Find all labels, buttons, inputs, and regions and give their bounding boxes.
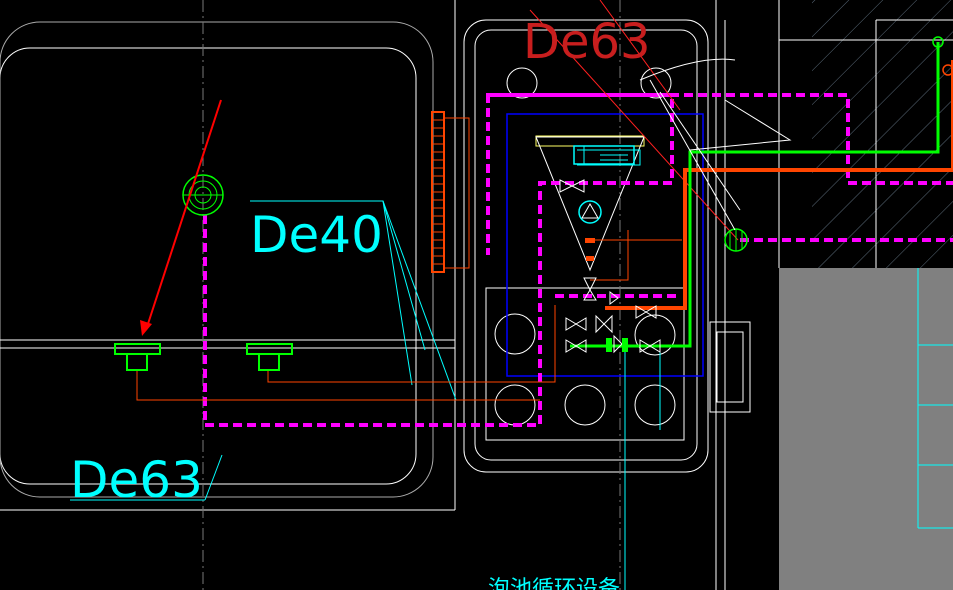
vent-riser-icon[interactable]: [724, 228, 748, 252]
leader-lines: [70, 149, 661, 590]
filter-icon: [573, 145, 635, 165]
pipe-label-bottom-left: De63: [70, 451, 203, 509]
gray-area-grid: [917, 268, 953, 529]
equipment-box: [506, 113, 704, 377]
cold-pipe-end-icon: [932, 36, 944, 48]
circulation-pump-icon: [578, 200, 602, 224]
pipe-label-top: De63: [523, 14, 651, 70]
gray-fill-area: [779, 268, 953, 590]
hot-pipe-end-icon: [942, 64, 953, 76]
hot-valve-markers: [585, 238, 595, 261]
annotation-arrow: [140, 99, 222, 336]
red-thin-pipes: [136, 0, 739, 401]
pipe-label-de40: De40: [250, 206, 383, 264]
drain-pipes: [203, 93, 953, 427]
hot-water-pipe: [605, 60, 953, 310]
valve-icons: [559, 179, 661, 354]
equipment-funnel: [535, 136, 645, 272]
floor-drain-right[interactable]: [246, 343, 293, 371]
cold-valve-markers: [606, 338, 628, 352]
heater-block: [431, 111, 470, 273]
floor-drain-left[interactable]: [114, 343, 161, 371]
equipment-caption: 泡池循环设备: [488, 577, 620, 590]
wall-hatch-area: [812, 0, 953, 268]
door-swing: [639, 58, 792, 231]
